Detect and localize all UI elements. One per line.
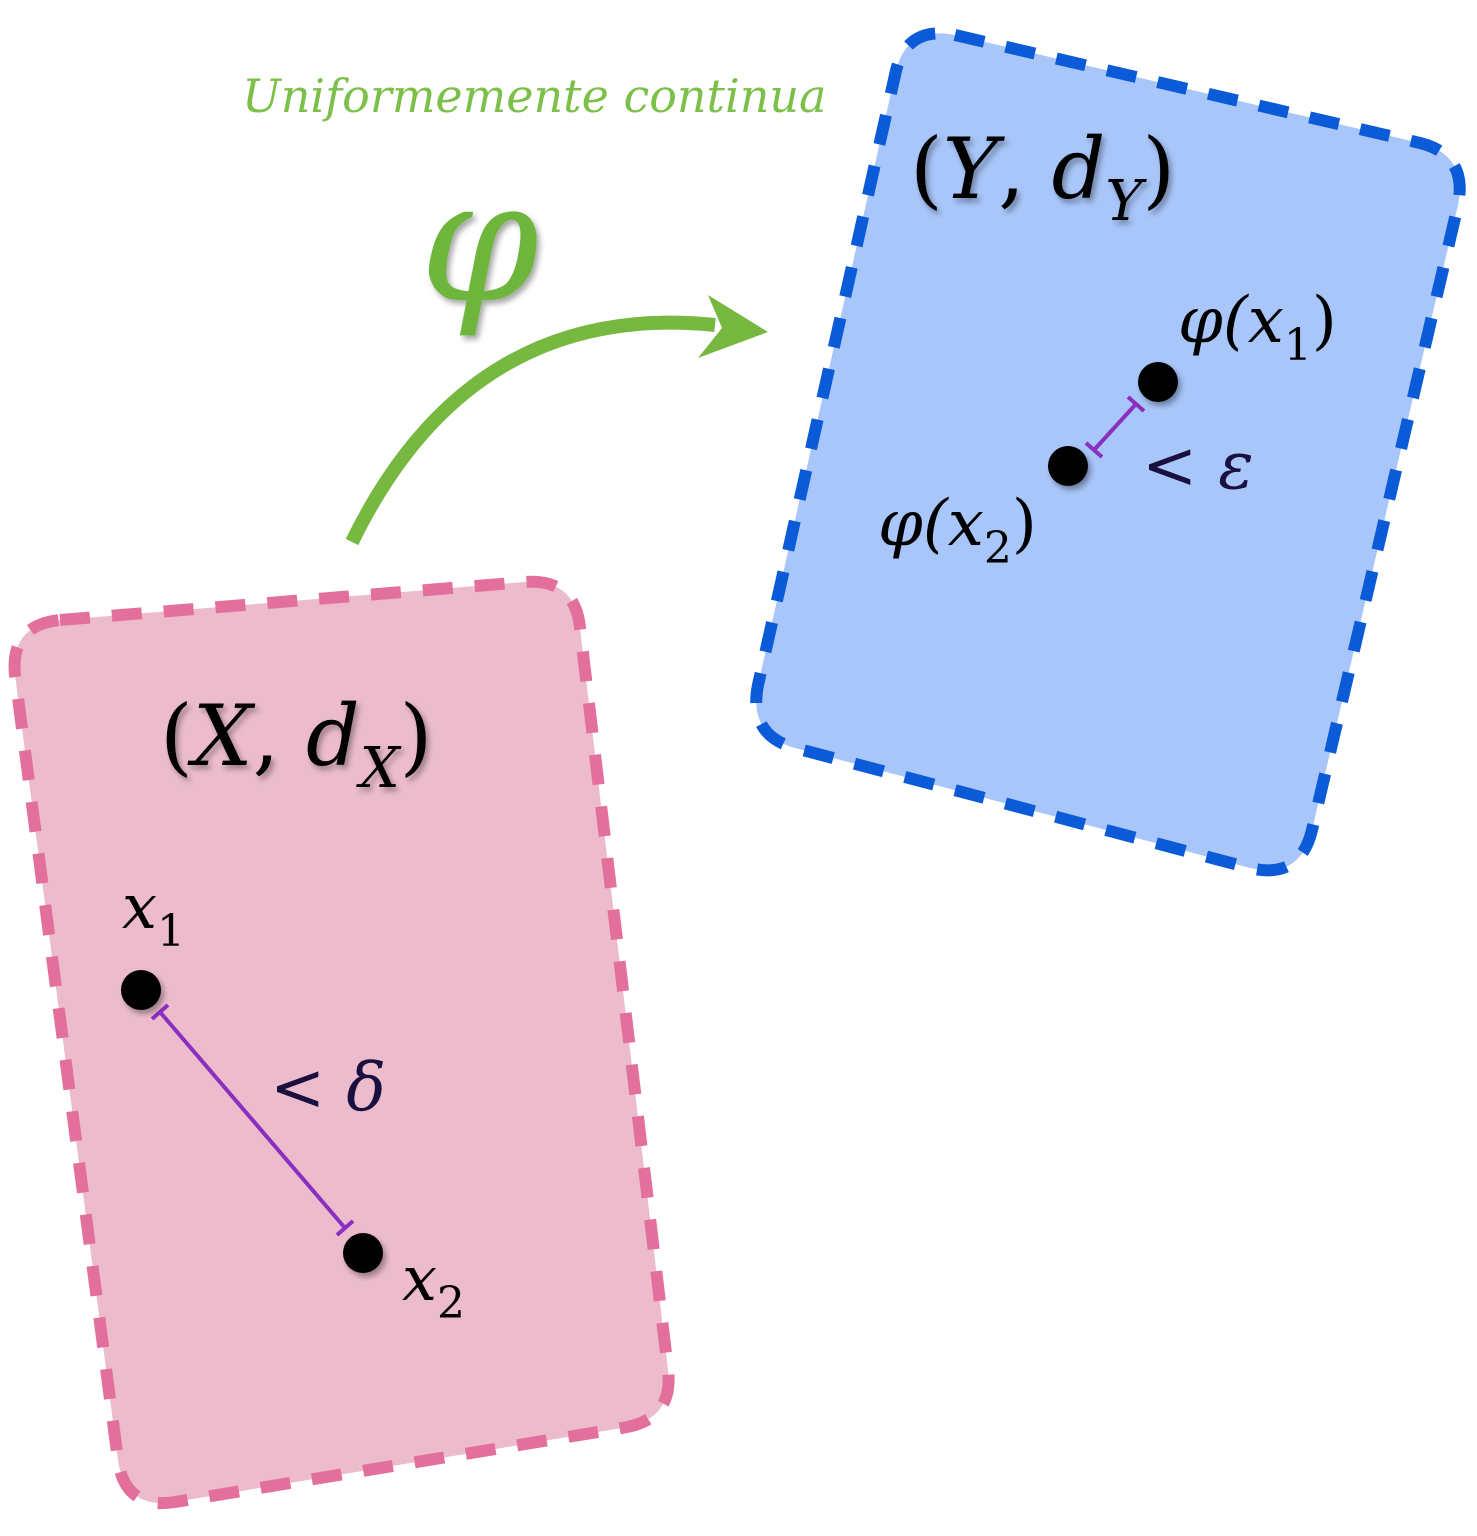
point-phi-x2-label: φ(x2) [878,487,1037,574]
codomain-label: (Y, dY) [910,120,1175,234]
point-phi-x1 [1138,362,1178,402]
delta-tick-start [150,1003,170,1021]
delta-distance-line [158,1010,347,1230]
epsilon-tick-start [1126,395,1146,413]
mapping-arrow [345,315,716,546]
arrow-head-icon [698,295,768,358]
point-phi-x1-label: φ(x1) [1178,284,1337,371]
title-label: Uniformemente continua [242,69,826,123]
point-x1-label: x1 [122,870,185,957]
codomain-space-region [750,27,1466,877]
delta-label: < δ [270,1049,386,1126]
domain-label: (X, dX) [160,687,432,801]
domain-space-region [8,575,675,1510]
map-symbol: φ [420,143,539,341]
epsilon-tick-end [1084,441,1104,459]
point-x2 [343,1233,383,1273]
point-x1 [121,970,161,1010]
point-x2-label: x2 [402,1242,465,1329]
point-phi-x2 [1048,446,1088,486]
delta-tick-end [335,1219,355,1237]
epsilon-label: < ε [1142,427,1254,504]
epsilon-distance-line [1092,402,1138,452]
